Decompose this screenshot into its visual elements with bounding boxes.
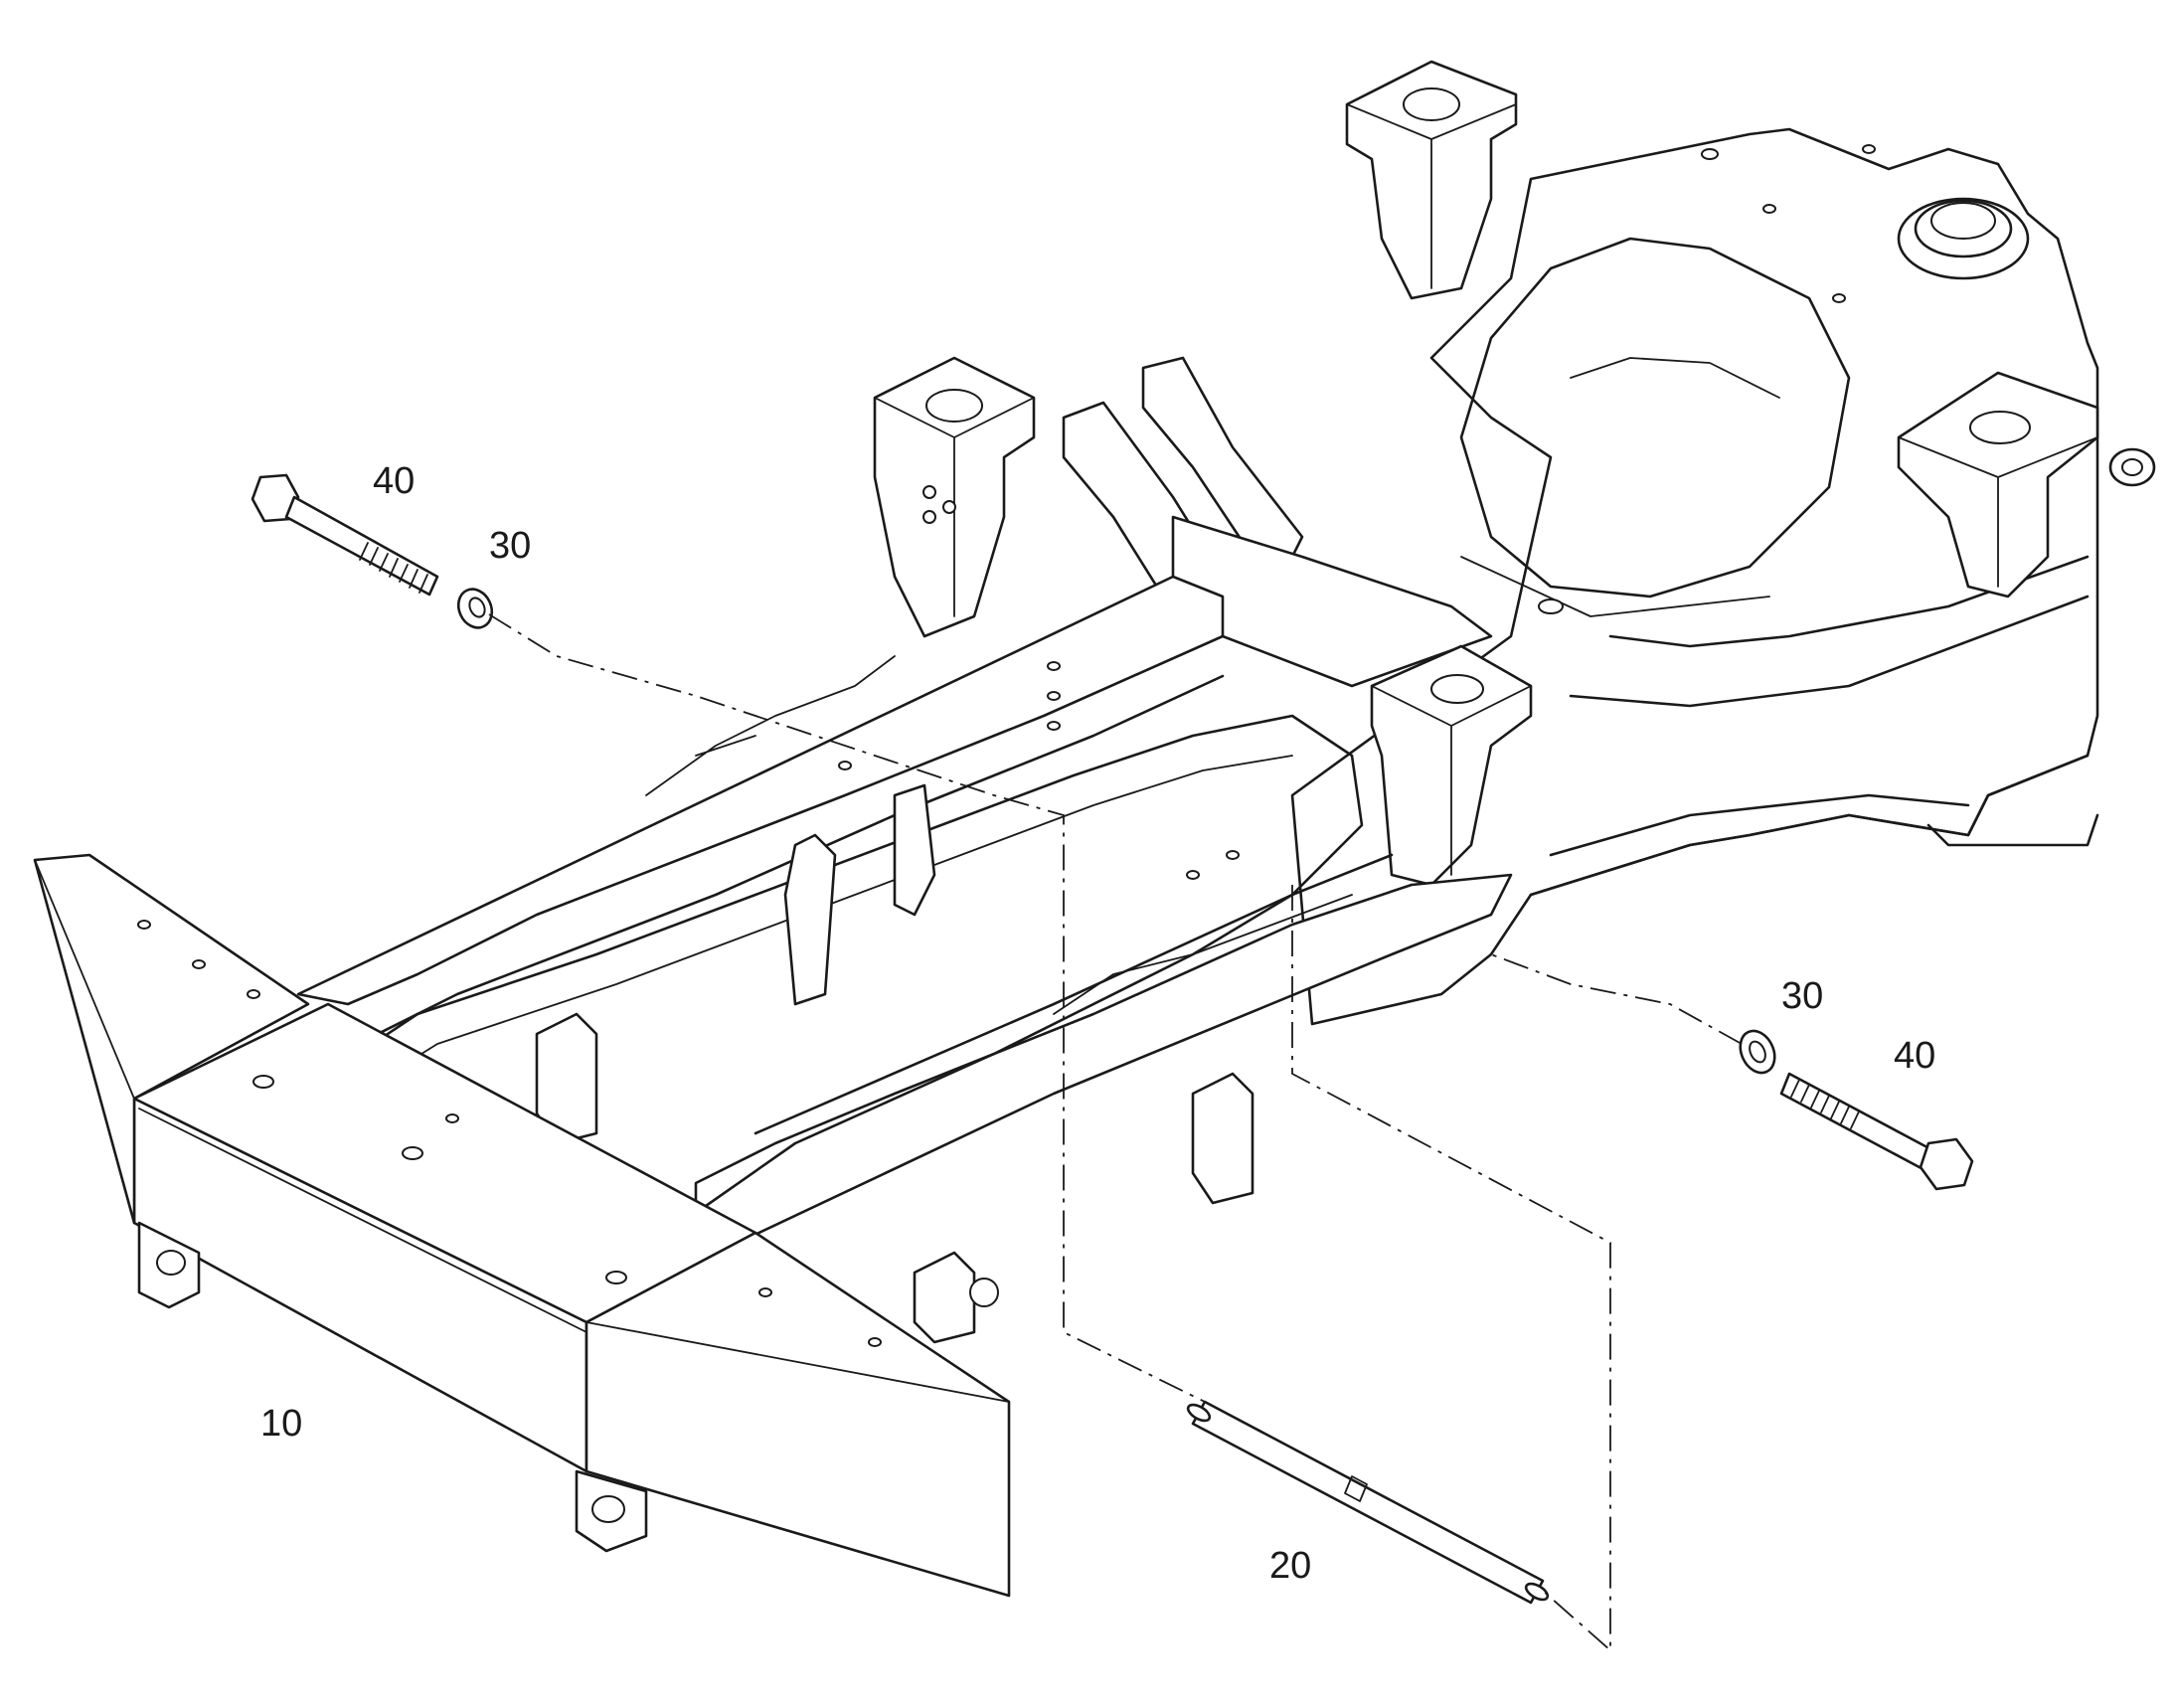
left-wedge-edge xyxy=(34,859,135,1100)
washer-30-right xyxy=(1739,1029,1776,1075)
rear-right-bracket-edges xyxy=(1898,436,2098,588)
right-rail-top-edge xyxy=(753,853,1394,1135)
pin-20-end-b xyxy=(1524,1582,1550,1602)
rear-top-bracket-edges xyxy=(1346,103,1517,289)
rear-frame-inner-opening xyxy=(1459,237,1851,598)
mid-bracket-hole xyxy=(1430,674,1484,704)
left-long-rail xyxy=(296,575,1225,1006)
bracket-nut-3 xyxy=(922,510,936,524)
assembly-line-pin xyxy=(1291,885,1611,1652)
right-wedge xyxy=(585,1231,1011,1598)
bracket-nut-1 xyxy=(922,485,936,499)
main-frame-part-10 xyxy=(33,60,2156,1598)
slew-boss-ring xyxy=(1914,199,2013,258)
rear-top-bracket-hole xyxy=(1403,87,1460,121)
washer-30-left xyxy=(456,588,494,629)
slew-boss-bore xyxy=(1930,202,1996,240)
front-inner-opening-rim xyxy=(357,755,1293,1095)
left-rail-flange xyxy=(645,655,896,796)
bolt-40-left-threads xyxy=(359,542,428,594)
front-left-bracket-hole xyxy=(925,389,983,423)
rear-frame-lower-edge xyxy=(1926,813,2099,847)
left-wedge-lug-hole xyxy=(156,1250,186,1276)
right-wedge-lug-hole xyxy=(591,1495,625,1523)
rear-frame-ledge xyxy=(1460,357,1780,617)
right-long-rail xyxy=(694,873,1513,1265)
front-beam-edge-line xyxy=(138,1108,587,1333)
mid-bracket-edges xyxy=(1371,685,1532,876)
left-wedge xyxy=(33,853,310,1225)
bracket-nut-2 xyxy=(942,500,956,514)
rear-right-bracket-hole xyxy=(1969,411,2031,444)
assembly-line-left-bolt xyxy=(488,613,1206,1403)
callout-30-right: 30 xyxy=(1781,975,1824,1017)
right-wedge-edge xyxy=(585,1321,1010,1403)
bolt-40-right-shank xyxy=(1779,1072,1940,1175)
bolt-40-right xyxy=(1779,1072,1974,1191)
callout-40-left: 40 xyxy=(373,460,416,502)
leg-support-2 xyxy=(893,783,936,917)
leg-support-1 xyxy=(783,833,837,1006)
bolt-40-right-head xyxy=(1919,1137,1974,1191)
front-left-bracket-edges xyxy=(874,397,1035,617)
pin-20-body xyxy=(1191,1400,1545,1605)
leg-support-4 xyxy=(1191,1072,1254,1205)
leg-support-5 xyxy=(913,1251,976,1344)
rear-right-lug-hole xyxy=(2121,458,2143,476)
callout-40-right: 40 xyxy=(1894,1035,1936,1077)
mounting-holes xyxy=(137,144,1876,1347)
assembly-line-right-bolt xyxy=(1490,953,1743,1045)
leg-support-5-hole xyxy=(969,1278,999,1307)
leg-support-3 xyxy=(535,1012,598,1145)
callout-10: 10 xyxy=(260,1403,303,1445)
callout-30-left: 30 xyxy=(489,525,532,567)
pin-20-notch xyxy=(1344,1475,1368,1502)
bolt-40-right-threads xyxy=(1790,1079,1860,1129)
pin-20 xyxy=(1186,1400,1550,1605)
callout-20: 20 xyxy=(1269,1545,1312,1587)
assembly-lines xyxy=(488,613,1743,1652)
bolt-40-left xyxy=(251,473,439,597)
pin-20-end-a xyxy=(1186,1403,1212,1423)
bolt-40-left-shank xyxy=(284,495,439,597)
rear-frame-skirt xyxy=(1529,754,2089,897)
